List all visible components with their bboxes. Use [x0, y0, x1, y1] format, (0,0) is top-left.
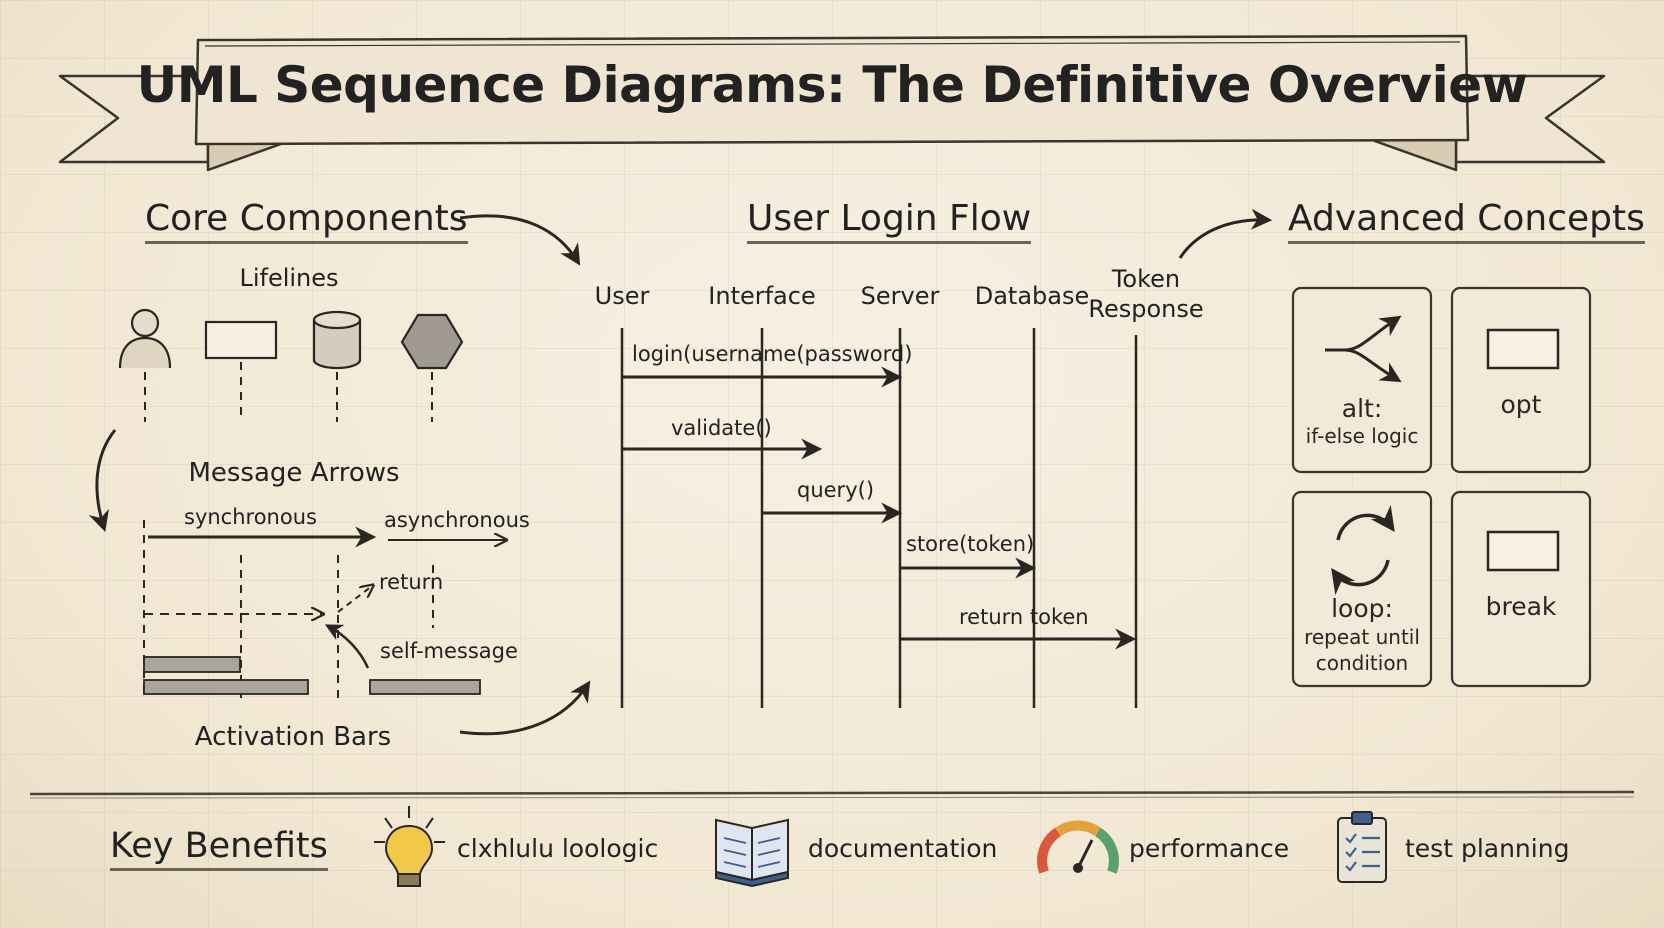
message-store-token: store(token) [906, 532, 1035, 556]
break-label: break [1485, 592, 1557, 621]
gauge-icon [1037, 820, 1119, 874]
synchronous-label: synchronous [184, 505, 317, 529]
self-message-label: self-message [380, 639, 518, 663]
activation-bars-label: Activation Bars [194, 722, 392, 752]
core-components-heading: Core Components [145, 198, 468, 244]
loop-subtitle-1: repeat until [1304, 625, 1420, 649]
object-box-icon [204, 320, 278, 360]
title-banner [58, 34, 1606, 172]
lifelines-label: Lifelines [239, 264, 339, 292]
loop-arrows-icon [1331, 504, 1395, 596]
activation-to-flow-arrow [459, 680, 591, 736]
lightbulb-icon [374, 806, 445, 887]
benefit-documentation: documentation [808, 834, 998, 863]
rectangle-icon [1486, 328, 1560, 370]
section-divider [29, 790, 1635, 796]
flow-lifelines [620, 328, 1138, 708]
alt-title: alt: [1341, 394, 1383, 423]
user-login-flow-heading: User Login Flow [747, 198, 1032, 244]
response-label: Response [1088, 295, 1204, 323]
lifeline-token-response: Token Response [1088, 264, 1203, 324]
return-label: return [379, 570, 444, 594]
activation-bar [143, 656, 241, 673]
opt-label: opt [1500, 390, 1542, 419]
flow-to-advanced-arrow [1178, 208, 1273, 259]
key-benefits-heading: Key Benefits [110, 826, 328, 871]
database-icon [312, 310, 362, 370]
activation-bar [369, 679, 481, 695]
lifeline-dashes [144, 362, 433, 422]
asynchronous-label: asynchronous [384, 508, 530, 532]
benefit-test-planning: test planning [1405, 834, 1570, 863]
message-return-token: return token [959, 605, 1089, 629]
lifeline-server: Server [860, 282, 940, 310]
loop-subtitle-2: condition [1315, 651, 1409, 675]
lifeline-database: Database [974, 282, 1090, 310]
lifeline-interface: Interface [708, 282, 816, 310]
message-lifelines [143, 520, 434, 705]
message-validate: validate() [671, 416, 772, 440]
message-query: query() [797, 478, 875, 502]
benefit-logic: clxhlulu loologic [457, 834, 659, 863]
benefit-performance: performance [1129, 834, 1290, 863]
actor-icon [118, 308, 172, 369]
book-icon [715, 818, 789, 888]
return-diagonal-arrow [337, 586, 372, 613]
hexagon-icon [400, 313, 464, 370]
self-message-arrow [324, 624, 370, 669]
clipboard-icon [1337, 811, 1387, 883]
activation-bar [143, 679, 309, 695]
lifeline-user: User [594, 282, 650, 310]
rectangle-icon [1486, 530, 1560, 572]
branch-arrows-icon [1325, 315, 1402, 383]
loop-title: loop: [1331, 594, 1393, 623]
alt-subtitle: if-else logic [1305, 424, 1419, 448]
message-login: login(username(password) [632, 342, 913, 366]
page-title: UML Sequence Diagrams: The Definitive Ov… [136, 56, 1528, 114]
message-arrows-label: Message Arrows [188, 458, 400, 488]
lifelines-down-arrow [88, 429, 117, 533]
core-to-flow-arrow [459, 214, 581, 266]
token-label: Token [1111, 265, 1181, 293]
advanced-concepts-heading: Advanced Concepts [1288, 198, 1645, 244]
